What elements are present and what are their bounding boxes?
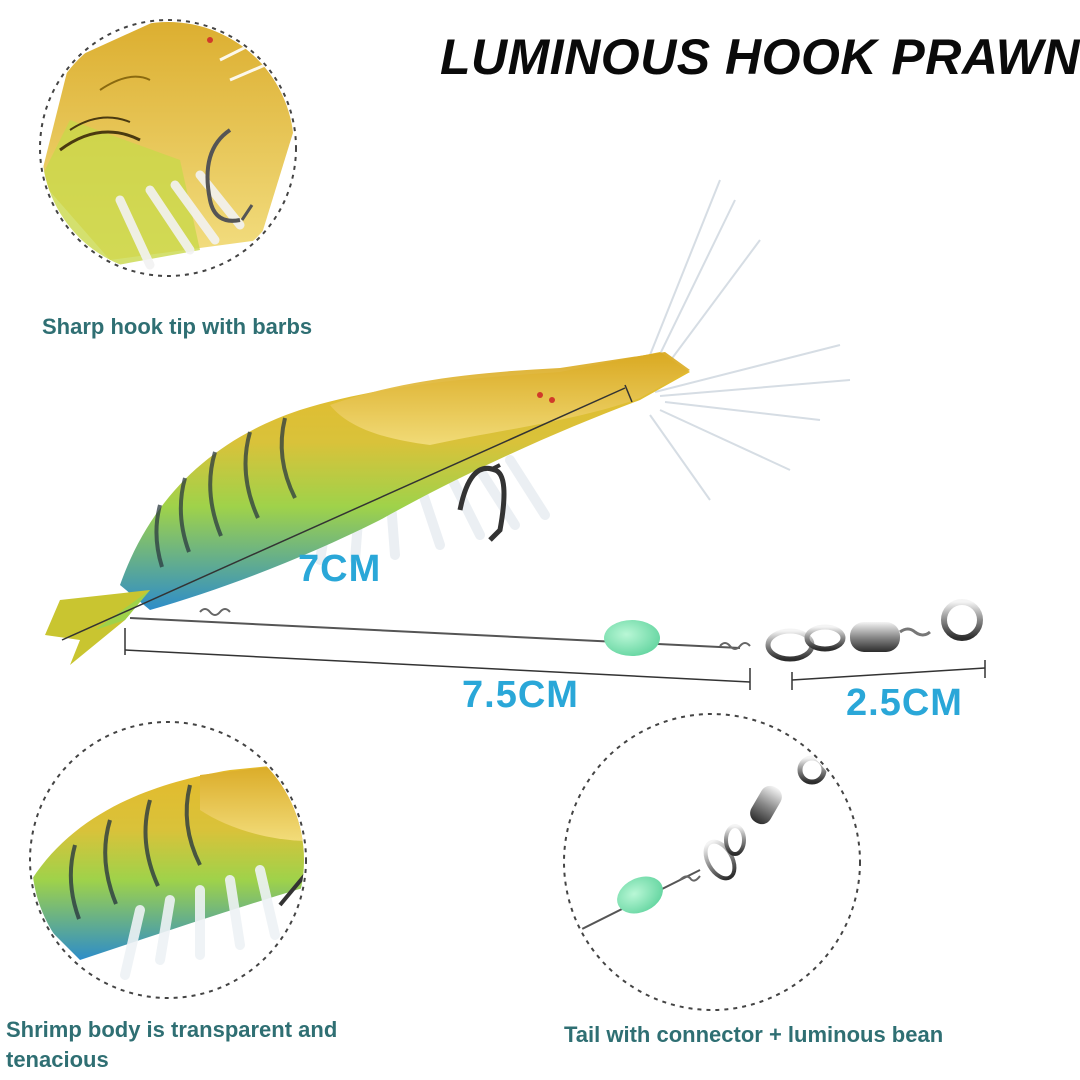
shrimp-antennae bbox=[639, 179, 851, 501]
leader-assembly bbox=[129, 599, 983, 662]
dimension-body-length: 7CM bbox=[298, 548, 382, 590]
swivel-barrel bbox=[850, 622, 900, 652]
main-shrimp-lure bbox=[45, 179, 851, 665]
page-title: LUMINOUS HOOK PRAWNS bbox=[440, 29, 1080, 85]
dimension-swivel-length: 2.5CM bbox=[846, 682, 963, 724]
swivel-closeup bbox=[750, 785, 782, 825]
inset-tail-connector bbox=[563, 713, 861, 1011]
shrimp-segments bbox=[154, 417, 297, 568]
inset-hook-tip bbox=[39, 19, 297, 277]
inset-shrimp-body bbox=[29, 721, 307, 999]
caption-tail-connector: Tail with connector + luminous bean bbox=[564, 1022, 944, 1047]
measurement-lines bbox=[61, 384, 986, 690]
caption-hook-tip: Sharp hook tip with barbs bbox=[42, 314, 313, 339]
luminous-bean bbox=[604, 620, 660, 656]
luminous-bean-closeup bbox=[617, 876, 663, 914]
dimension-leader-length: 7.5CM bbox=[462, 674, 579, 716]
caption-shrimp-body: Shrimp body is transparent and tenacious bbox=[6, 1017, 338, 1072]
swivel-eye bbox=[941, 599, 983, 641]
shrimp-closeup-hook bbox=[42, 22, 294, 270]
shrimp-closeup-body bbox=[32, 760, 304, 980]
